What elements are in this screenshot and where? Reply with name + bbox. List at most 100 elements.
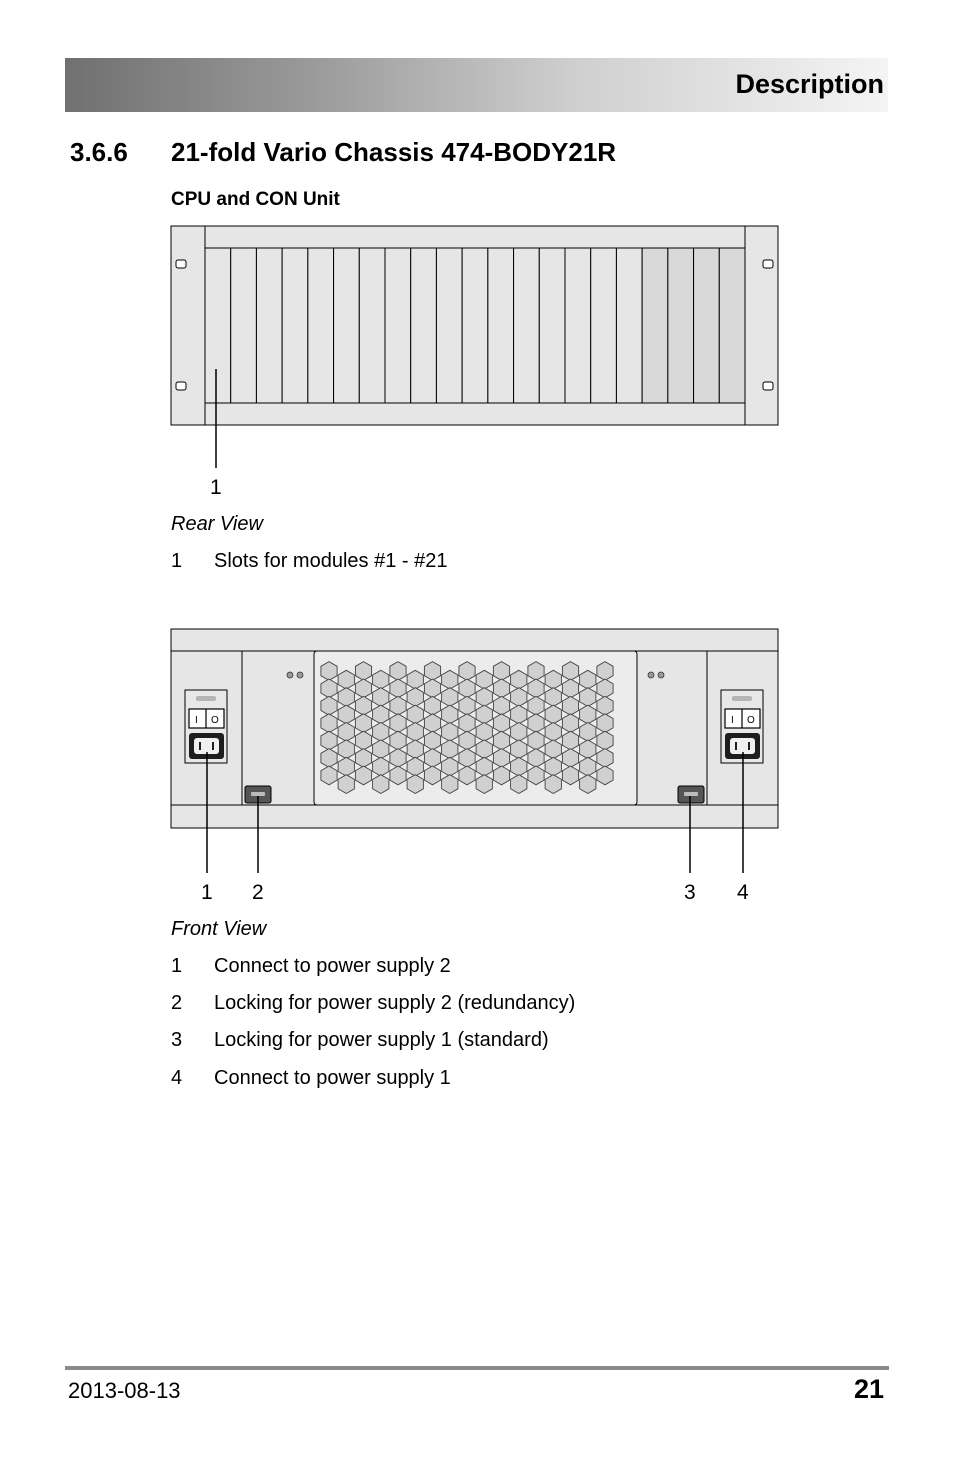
legend-text: Locking for power supply 2 (redundancy) <box>214 992 576 1014</box>
legend-text: Connect to power supply 1 <box>214 1067 451 1089</box>
fan-vent-hex <box>354 713 373 734</box>
fan-vent-hex <box>389 661 407 681</box>
fan-vent-hex <box>372 669 390 690</box>
fan-vent-hex <box>337 739 355 760</box>
fan-vent-hex <box>320 678 338 699</box>
fan-vent-hex <box>561 695 580 716</box>
module-slot <box>564 247 592 404</box>
led-indicator <box>286 671 294 679</box>
footer-date: 2013-08-13 <box>68 1378 181 1403</box>
fan-vent-hex <box>337 687 355 708</box>
fan-vent-hex <box>527 695 545 716</box>
fan-vent-hex <box>527 748 545 768</box>
fan-vent-hex <box>372 739 390 760</box>
fan-vent-hex <box>561 661 580 681</box>
fan-vent-hex <box>337 704 355 725</box>
switch-on-symbol: I <box>731 715 734 726</box>
fan-vent-hex <box>354 730 373 751</box>
fan-vent-hex <box>544 756 562 777</box>
fan-vent-hex <box>544 669 562 690</box>
fan-vent-hex <box>372 687 390 708</box>
module-slot <box>307 247 335 404</box>
fan-grille <box>320 661 614 795</box>
mounting-hole <box>762 259 774 269</box>
fan-vent-hex <box>389 730 407 751</box>
fan-vent-hex <box>406 704 424 725</box>
fan-vent-hex <box>492 678 511 699</box>
legend-number: 1 <box>171 955 183 977</box>
legend-number: 2 <box>171 992 183 1014</box>
fan-vent-hex <box>389 765 407 786</box>
fan-vent-hex <box>337 669 355 690</box>
fan-vent-hex <box>527 713 545 734</box>
fan-vent-hex <box>389 713 407 734</box>
front-callout-3: 3 <box>684 881 696 904</box>
fan-vent-hex <box>510 669 528 690</box>
fan-vent-hex <box>458 748 476 768</box>
fan-vent-hex <box>423 748 442 768</box>
fan-vent-hex <box>579 774 597 795</box>
fan-vent-hex <box>579 704 597 725</box>
fan-vent-hex <box>406 774 424 795</box>
module-slot <box>615 247 643 404</box>
fan-vent-hex <box>458 678 476 699</box>
fan-vent-hex <box>579 756 597 777</box>
fan-vent-hex <box>320 695 338 716</box>
fan-vent-hex <box>561 713 580 734</box>
front-callout-4: 4 <box>737 881 749 904</box>
front-legend-item: 2 Locking for power supply 2 (redundancy) <box>171 992 575 1015</box>
fan-vent-hex <box>492 748 511 768</box>
fan-vent-hex <box>475 669 493 690</box>
fan-vent-hex <box>354 678 373 699</box>
mounting-hole <box>175 259 187 269</box>
fan-vent-hex <box>579 687 597 708</box>
fan-vent-hex <box>510 774 528 795</box>
fan-vent-hex <box>458 730 476 751</box>
fan-vent-hex <box>441 687 459 708</box>
front-view-figure: I O I O 1 2 3 4 <box>170 628 779 904</box>
page-number: 21 <box>853 1374 884 1404</box>
fan-vent-hex <box>510 704 528 725</box>
fan-vent-hex <box>510 721 528 742</box>
fan-vent-hex <box>406 739 424 760</box>
fan-vent-hex <box>561 748 580 768</box>
switch-off-symbol: O <box>747 715 755 726</box>
fan-vent-hex <box>596 765 614 786</box>
fan-vent-hex <box>527 661 545 681</box>
front-callout-2: 2 <box>252 881 264 904</box>
fan-vent-hex <box>492 730 511 751</box>
section-number: 3.6.6 <box>70 137 128 167</box>
led-indicator <box>647 671 655 679</box>
power-module-2: I O <box>184 689 228 764</box>
fan-vent-hex <box>320 713 338 734</box>
fan-vent-hex <box>492 713 511 734</box>
fan-vent-hex <box>579 739 597 760</box>
front-bottom-strip <box>170 804 779 829</box>
module-slot <box>538 247 566 404</box>
fan-vent-hex <box>544 704 562 725</box>
fan-vent-hex <box>441 704 459 725</box>
fan-vent-hex <box>475 774 493 795</box>
fan-vent-hex <box>372 721 390 742</box>
led-indicator <box>657 671 665 679</box>
fan-vent-hex <box>510 739 528 760</box>
fan-vent-hex <box>527 730 545 751</box>
fan-vent-hex <box>372 774 390 795</box>
subheading: CPU and CON Unit <box>171 189 340 210</box>
legend-text: Connect to power supply 2 <box>214 955 451 977</box>
fan-vent-hex <box>320 765 338 786</box>
section-title: 21-fold Vario Chassis 474-BODY21R <box>171 137 617 167</box>
front-legend-item: 1 Connect to power supply 2 <box>171 955 451 978</box>
module-slot <box>461 247 489 404</box>
fan-vent-hex <box>579 721 597 742</box>
module-slot <box>230 247 257 404</box>
fan-vent-hex <box>372 704 390 725</box>
fan-vent-hex <box>354 765 373 786</box>
rear-bottom-rail <box>204 402 746 426</box>
legend-text: Slots for modules #1 - #21 <box>214 550 448 572</box>
rear-callout-1: 1 <box>210 476 222 499</box>
fan-vent-hex <box>596 695 614 716</box>
